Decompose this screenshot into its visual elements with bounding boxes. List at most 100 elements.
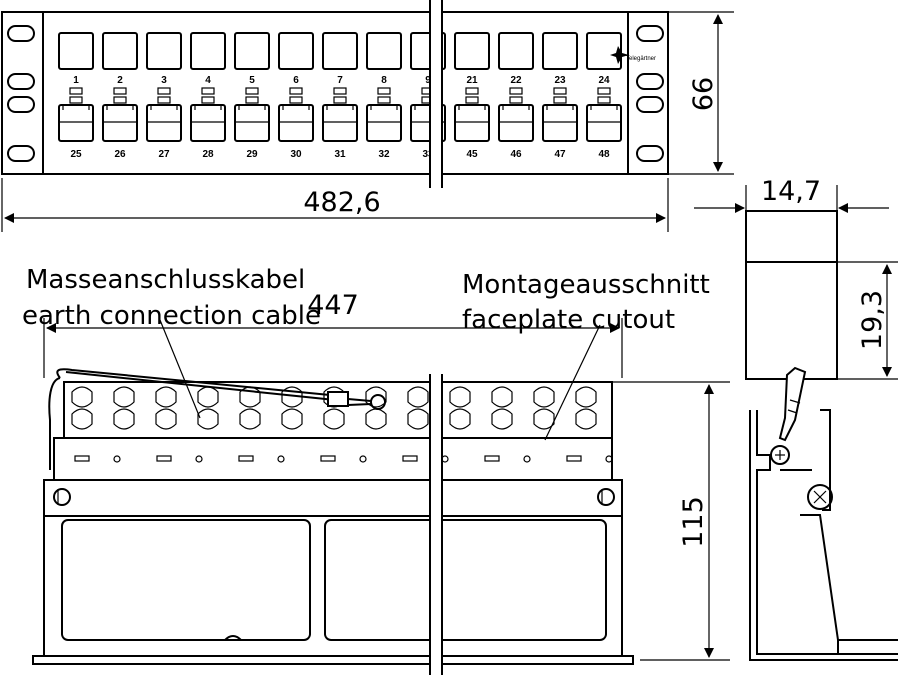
comb-slot — [239, 408, 261, 430]
strip-rivet — [113, 455, 121, 463]
port-number: 1 — [73, 75, 79, 86]
strip-slot — [402, 455, 418, 462]
svg-text:Telegärtner: Telegärtner — [626, 56, 656, 62]
comb-slot — [197, 408, 219, 430]
mount-hole — [7, 145, 35, 162]
port-number: 47 — [554, 149, 566, 160]
port-bottom: 48 — [586, 96, 622, 160]
port-number: 30 — [290, 149, 302, 160]
port-top: 24 — [586, 32, 622, 95]
dimension-mount-width: 447 — [43, 290, 623, 378]
break-line-front — [429, 0, 443, 188]
port-number: 8 — [381, 75, 387, 86]
comb-slot — [449, 408, 471, 430]
dim-label-19-3: 19,3 — [857, 290, 888, 350]
port-number: 32 — [378, 149, 390, 160]
port-bottom: 29 — [234, 96, 270, 160]
comb-slot — [71, 386, 93, 408]
port-number: 3 — [161, 75, 167, 86]
faceplate-cutout-detail: 14,7 19,3 — [694, 176, 898, 380]
front-view-panel: Telegärtner — [1, 11, 669, 175]
strip-slot — [320, 455, 336, 462]
brand-logo: Telegärtner — [610, 46, 656, 64]
mount-hole — [636, 73, 664, 90]
comb-slot — [449, 386, 471, 408]
port-top: 5 — [234, 32, 270, 95]
dim-label-115: 115 — [678, 496, 709, 548]
port-number: 26 — [114, 149, 126, 160]
dimension-panel-width: 482,6 — [1, 178, 669, 232]
port-number: 4 — [205, 75, 211, 86]
port-top: 6 — [278, 32, 314, 95]
port-number: 31 — [334, 149, 346, 160]
port-top: 3 — [146, 32, 182, 95]
housing-window-right — [324, 519, 607, 641]
connector-strip — [53, 437, 613, 481]
port-number: 27 — [158, 149, 170, 160]
housing-window-left — [61, 519, 311, 641]
port-bottom: 25 — [58, 96, 94, 160]
strip-slot — [566, 455, 582, 462]
leader-cutout — [544, 324, 601, 441]
comb-slot — [155, 386, 177, 408]
housing — [43, 515, 623, 657]
strip-slot — [156, 455, 172, 462]
dim-label-447: 447 — [307, 290, 359, 321]
label-earth-cable-de: Masseanschlusskabel — [26, 265, 305, 295]
cable-comb — [63, 381, 613, 439]
port-number: 33 — [422, 149, 434, 160]
port-number: 21 — [466, 75, 478, 86]
port-number: 22 — [510, 75, 522, 86]
cable-lug — [327, 391, 349, 407]
port-top: 22 — [498, 32, 534, 95]
dimension-depth: 115 — [600, 381, 730, 661]
dim-label-482-6: 482,6 — [303, 187, 380, 218]
bracket-outline — [749, 410, 898, 661]
port-number: 6 — [293, 75, 299, 86]
strip-rivet — [523, 455, 531, 463]
comb-slot — [197, 386, 219, 408]
strip-slot — [238, 455, 254, 462]
dimension-panel-height: 66 — [668, 11, 734, 175]
strip-slot — [484, 455, 500, 462]
comb-slot — [281, 408, 303, 430]
comb-slot — [491, 408, 513, 430]
comb-slot — [575, 386, 597, 408]
label-earth-cable-en: earth connection cable — [22, 301, 321, 331]
cutout-outline — [745, 210, 838, 380]
port-number: 9 — [425, 75, 431, 86]
port-top: 1 — [58, 32, 94, 95]
side-view-bracket — [749, 366, 898, 661]
comb-slot — [155, 408, 177, 430]
port-number: 24 — [598, 75, 610, 86]
strip-rivet — [359, 455, 367, 463]
comb-slot — [281, 386, 303, 408]
port-bottom: 30 — [278, 96, 314, 160]
panel-outline — [1, 11, 669, 175]
comb-slot — [491, 386, 513, 408]
mount-hole — [636, 25, 664, 42]
break-line-top — [429, 374, 443, 675]
port-number: 2 — [117, 75, 123, 86]
port-bottom: 47 — [542, 96, 578, 160]
dim-label-14-7: 14,7 — [761, 176, 821, 207]
earth-connection-cable — [56, 368, 331, 396]
port-bottom: 26 — [102, 96, 138, 160]
port-number: 29 — [246, 149, 258, 160]
mount-hole — [7, 73, 35, 90]
port-number: 23 — [554, 75, 566, 86]
port-top: 21 — [454, 32, 490, 95]
label-cutout-en: faceplate cutout — [462, 305, 675, 335]
bracket-screw-upper — [770, 445, 790, 465]
strip-rivet — [195, 455, 203, 463]
port-top: 8 — [366, 32, 402, 95]
port-top: 4 — [190, 32, 226, 95]
port-bottom: 27 — [146, 96, 182, 160]
comb-slot — [407, 386, 429, 408]
port-top: 7 — [322, 32, 358, 95]
port-number: 5 — [249, 75, 255, 86]
comb-slot — [533, 408, 555, 430]
port-number: 46 — [510, 149, 522, 160]
comb-slot — [533, 386, 555, 408]
